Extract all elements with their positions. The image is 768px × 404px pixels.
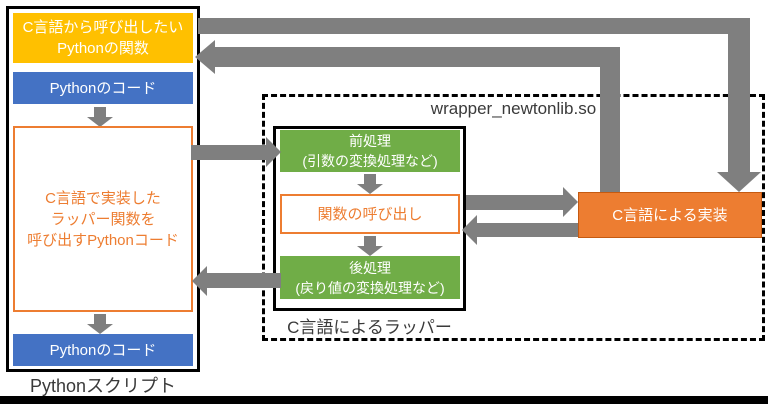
arrow-postprocess-to-caller-head <box>192 266 207 296</box>
target-function-box: C言語から呼び出したい Pythonの関数 <box>13 13 193 63</box>
arrow-target-to-impl <box>198 18 750 34</box>
postprocess-box: 後処理 (戻り値の変換処理など) <box>280 256 460 299</box>
down-arrow-icon <box>364 236 376 247</box>
target-function-line2: Pythonの関数 <box>57 40 149 57</box>
down-arrow-icon <box>357 184 383 194</box>
wrapper-caller-line3: 呼び出すPythonコード <box>27 231 179 249</box>
preprocess-line1: 前処理 <box>349 133 391 149</box>
wrapper-caller-line1: C言語で実装した <box>45 189 161 207</box>
down-arrow-icon <box>87 324 113 334</box>
arrow-impl-to-target-head <box>195 40 215 74</box>
preprocess-line2: (引数の変換処理など) <box>302 153 438 169</box>
arrow-target-to-impl <box>728 18 750 172</box>
function-call-label: 関数の呼び出し <box>317 205 423 223</box>
arrow-impl-to-call <box>477 223 578 237</box>
c-wrapper-caption: C言語によるラッパー <box>287 318 452 337</box>
arrow-impl-to-target <box>214 47 620 67</box>
arrow-postprocess-to-caller <box>207 273 281 288</box>
arrow-call-to-impl-head <box>563 187 578 217</box>
postprocess-line1: 後処理 <box>349 259 391 276</box>
bottom-black-bar <box>0 396 768 404</box>
shared-library-container <box>262 94 765 341</box>
function-call-box: 関数の呼び出し <box>280 194 460 234</box>
arrow-impl-to-call-head <box>462 215 477 245</box>
python-code-top-label: Pythonのコード <box>49 79 157 97</box>
python-code-top-box: Pythonのコード <box>13 72 193 104</box>
down-arrow-icon <box>94 314 106 325</box>
python-script-container <box>6 6 200 372</box>
down-arrow-icon <box>87 117 113 127</box>
wrapper-caller-line2: ラッパー関数を <box>50 210 156 228</box>
target-function-line1: C言語から呼び出したい <box>22 19 184 36</box>
down-arrow-icon <box>364 174 376 185</box>
arrow-call-to-impl <box>466 195 564 210</box>
python-code-bottom-label: Pythonのコード <box>49 341 157 359</box>
arrow-caller-to-preprocess-head <box>266 137 281 167</box>
preprocess-box: 前処理 (引数の変換処理など) <box>280 130 460 172</box>
arrow-caller-to-preprocess <box>191 145 267 160</box>
arrow-impl-to-target <box>600 47 620 192</box>
c-implementation-label: C言語による実装 <box>612 206 728 224</box>
python-script-caption: Pythonスクリプト <box>29 376 177 396</box>
arrow-target-to-impl-head <box>717 172 761 192</box>
python-code-bottom-box: Pythonのコード <box>13 334 193 366</box>
c-implementation-box: C言語による実装 <box>578 192 762 238</box>
down-arrow-icon <box>94 107 106 118</box>
wrapper-caller-box: C言語で実装した ラッパー関数を 呼び出すPythonコード <box>13 126 193 312</box>
postprocess-line2: (戻り値の変換処理など) <box>295 279 445 296</box>
shared-library-caption: wrapper_newtonlib.so <box>430 99 597 118</box>
down-arrow-icon <box>357 246 383 256</box>
